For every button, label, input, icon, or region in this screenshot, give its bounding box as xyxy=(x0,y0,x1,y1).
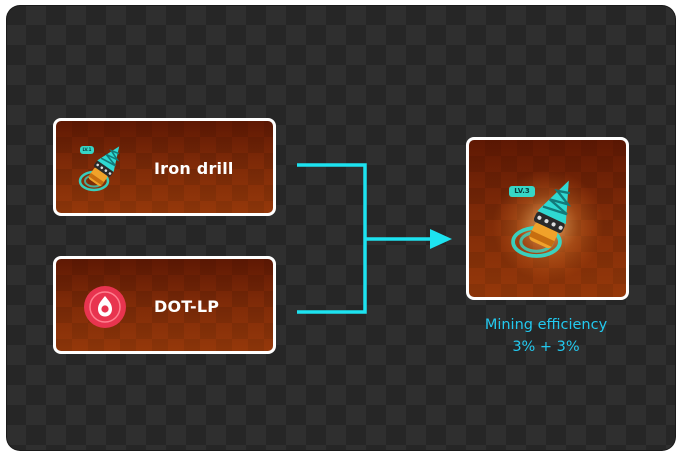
drill-icon xyxy=(511,180,572,258)
drill-icon xyxy=(78,146,120,192)
level-badge: LV.1 xyxy=(80,146,94,154)
dot-token-icon xyxy=(84,286,126,328)
input-card-dot-lp[interactable]: DOT-LP xyxy=(53,256,276,354)
input-label-iron-drill: Iron drill xyxy=(154,159,234,178)
level-badge: LV.3 xyxy=(509,186,535,197)
arrow-head-icon xyxy=(430,229,452,249)
input-label-dot-lp: DOT-LP xyxy=(154,297,220,316)
result-card[interactable]: LV.3 xyxy=(466,137,629,300)
mining-efficiency-label: Mining efficiency xyxy=(484,317,608,333)
input-card-iron-drill[interactable]: LV.1 Iron drill xyxy=(53,118,276,216)
mining-efficiency-value: 3% + 3% xyxy=(512,339,580,355)
